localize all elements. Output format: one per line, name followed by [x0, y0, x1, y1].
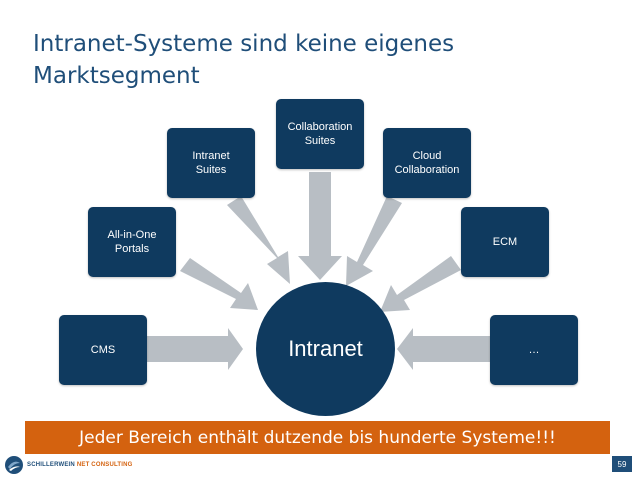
arrow-intranet-suites	[227, 196, 290, 284]
box-cms-label: CMS	[90, 344, 116, 356]
logo-mark-icon	[5, 456, 23, 474]
arrow-ecm	[380, 256, 461, 312]
box-all-in-one-label-2: Portals	[114, 243, 150, 255]
box-cloud-collaboration-label-1: Cloud	[412, 150, 442, 162]
box-all-in-one-label-1: All-in-One	[107, 229, 157, 241]
box-collaboration-suites-label-1: Collaboration	[287, 121, 353, 133]
box-collaboration-suites-label-2: Suites	[304, 135, 336, 147]
hub-label: Intranet	[288, 336, 363, 361]
slide-title-line-2: Marktsegment	[33, 63, 200, 89]
logo-text-main: SCHILLERWEIN	[27, 462, 75, 468]
box-cloud-collaboration: Cloud Collaboration	[383, 128, 471, 198]
box-cms: CMS	[59, 315, 147, 385]
box-more: …	[490, 315, 578, 385]
box-intranet-suites-label-1: Intranet	[192, 150, 230, 162]
company-logo: SCHILLERWEIN NET CONSULTING	[4, 454, 133, 476]
arrow-cms	[147, 328, 243, 370]
box-ecm: ECM	[461, 207, 549, 277]
box-collaboration-suites: Collaboration Suites	[276, 99, 364, 169]
logo-wordmark: SCHILLERWEIN NET CONSULTING	[27, 462, 133, 468]
box-more-label: …	[528, 344, 540, 356]
page-number: 59	[612, 456, 632, 472]
arrow-more	[397, 328, 492, 370]
box-all-in-one-portals: All-in-One Portals	[88, 207, 176, 277]
slide-title: Intranet-Systeme sind keine eigenes Mark…	[33, 28, 533, 92]
banner-text: Jeder Bereich enthält dutzende bis hunde…	[79, 427, 556, 448]
box-cloud-collaboration-label-2: Collaboration	[394, 164, 460, 176]
footer-banner: Jeder Bereich enthält dutzende bis hunde…	[25, 421, 610, 454]
box-intranet-suites: Intranet Suites	[167, 128, 255, 198]
intranet-hub-circle: Intranet	[256, 282, 395, 416]
box-ecm-label: ECM	[492, 236, 518, 248]
box-intranet-suites-label-2: Suites	[195, 164, 227, 176]
logo-text-accent: NET CONSULTING	[76, 462, 133, 468]
arrow-cloud-collaboration	[346, 196, 402, 286]
arrow-all-in-one	[180, 258, 258, 310]
arrow-collaboration-suites	[298, 172, 342, 280]
slide-title-line-1: Intranet-Systeme sind keine eigenes	[33, 31, 455, 57]
page-number-label: 59	[617, 459, 627, 469]
